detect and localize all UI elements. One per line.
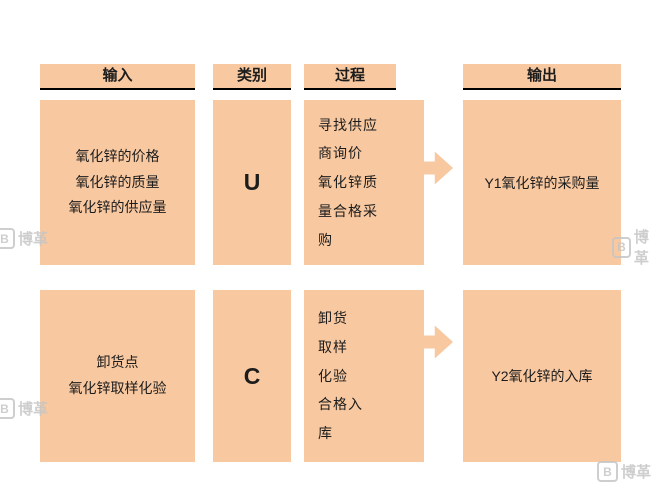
row1-output-box: Y1氧化锌的采购量	[463, 100, 621, 265]
text-line: 化验	[318, 367, 348, 384]
text-line: 氧化锌的价格	[75, 147, 160, 164]
text-line: 卸货点	[96, 354, 139, 371]
text-line: 氧化锌质	[318, 174, 378, 191]
text-line: 量合格采	[318, 202, 378, 219]
row2-category-letter: C	[243, 362, 261, 389]
header-process: 过程	[304, 64, 396, 90]
text-line: 氧化锌的供应量	[68, 199, 167, 216]
header-category: 类别	[213, 64, 291, 90]
text-line: 卸货	[318, 310, 348, 327]
row2-input-box: 卸货点氧化锌取样化验	[40, 290, 195, 462]
brand-logo-icon: B	[612, 236, 631, 258]
row2-output-box: Y2氧化锌的入库	[463, 290, 621, 462]
text-line: 取样	[318, 338, 348, 355]
brand-logo-text: 博革	[633, 229, 649, 267]
text-line: 氧化锌的质量	[75, 173, 160, 190]
text-line: 库	[318, 425, 333, 442]
brand-logo-icon: B	[597, 461, 618, 482]
row1-output-label: Y1氧化锌的采购量	[484, 174, 600, 191]
text-line: 商询价	[318, 145, 363, 162]
brand-logo-icon: B	[0, 228, 15, 249]
watermark-left-bottom: B 博革	[0, 398, 48, 419]
row2-process-box: 卸货取样化验合格入库	[304, 290, 424, 462]
row1-category-box: U	[213, 100, 291, 265]
text-line: 合格入	[318, 396, 363, 413]
text-line: 寻找供应	[318, 116, 378, 133]
row2-output-label: Y2氧化锌的入库	[491, 368, 593, 384]
header-input: 输入	[40, 64, 195, 90]
watermark-right-middle: B 博革	[612, 226, 660, 268]
row1-process-box: 寻找供应商询价氧化锌质量合格采购	[304, 100, 424, 265]
text-line: 购	[318, 231, 333, 248]
row2-category-box: C	[213, 290, 291, 462]
watermark-right-bottom: B 博革	[597, 461, 651, 482]
header-output: 输出	[463, 64, 621, 90]
row1-input-box: 氧化锌的价格氧化锌的质量氧化锌的供应量	[40, 100, 195, 265]
brand-logo-text: 博革	[18, 231, 49, 248]
brand-logo-icon: B	[0, 398, 15, 419]
row1-category-letter: U	[243, 169, 261, 195]
brand-logo-text: 博革	[621, 464, 652, 481]
text-line: 氧化锌取样化验	[68, 380, 167, 396]
brand-logo-text: 博革	[18, 401, 49, 418]
watermark-left-middle: B 博革	[0, 228, 48, 249]
